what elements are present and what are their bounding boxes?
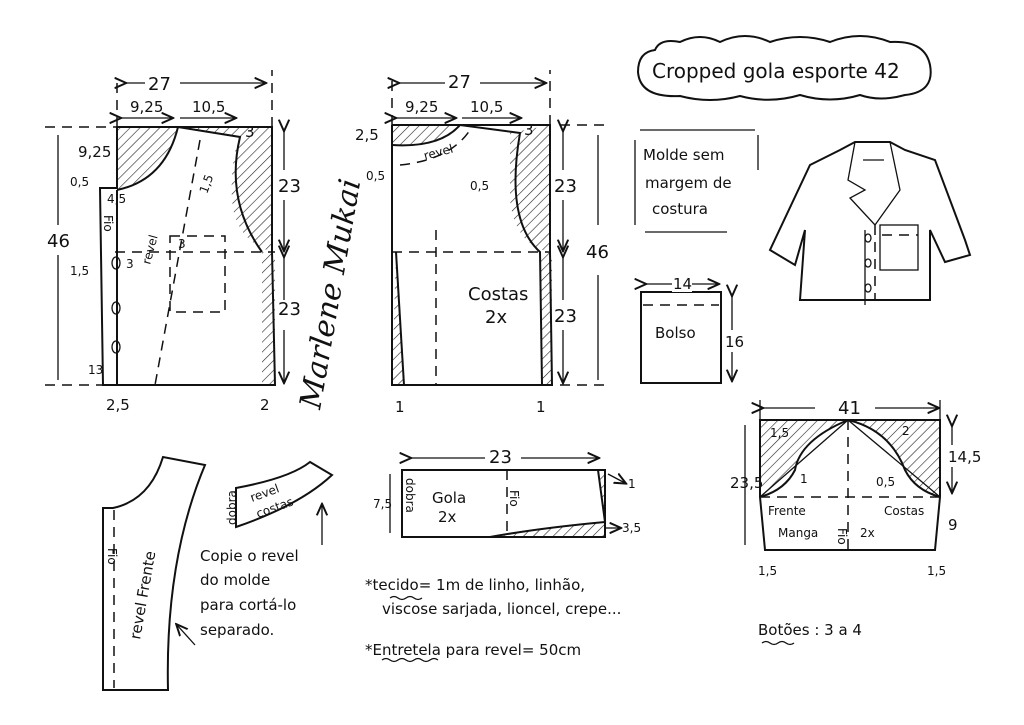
materials-line-3: *Entretela para revel= 50cm bbox=[365, 641, 581, 659]
materials-note: *tecido= 1m de linho, linhão, viscose sa… bbox=[365, 576, 621, 663]
front-bottom-left-label: 2,5 bbox=[106, 396, 130, 414]
back-facing-fold-label: dobra bbox=[225, 490, 239, 525]
sleeve-bottom-right-label: 1,5 bbox=[927, 564, 946, 578]
back-piece-label: Costas bbox=[468, 284, 528, 305]
front-lower-height-label: 23 bbox=[278, 299, 301, 320]
front-armhole-label: 1,5 bbox=[197, 173, 217, 196]
back-armhole-label: 0,5 bbox=[470, 179, 489, 193]
front-side-extension-label: 1,5 bbox=[70, 264, 89, 278]
back-facing-pattern: dobra revel costas bbox=[225, 460, 334, 545]
sleeve-back-label: Costas bbox=[884, 504, 924, 518]
sleeve-lower-height-label: 9 bbox=[948, 516, 958, 534]
facing-note-line-3: para cortá-lo bbox=[200, 596, 296, 614]
back-neck-width-label: 9,25 bbox=[405, 98, 438, 116]
front-upper-height-label: 23 bbox=[278, 176, 301, 197]
back-lower-height-label: 23 bbox=[554, 306, 577, 327]
note-line-3: costura bbox=[652, 200, 708, 218]
front-bottom-height-label: 13 bbox=[88, 363, 103, 377]
front-facing-label: revel Frente bbox=[126, 550, 159, 641]
designer-signature: Marlene Mukai bbox=[293, 176, 368, 412]
collar-count: 2x bbox=[438, 508, 457, 526]
sleeve-width-label: 41 bbox=[838, 398, 861, 419]
pattern-title: Cropped gola esporte 42 bbox=[652, 59, 900, 83]
facing-note-line-4: separado. bbox=[200, 621, 274, 639]
front-neck-width-label: 9,25 bbox=[130, 98, 163, 116]
facing-note: Copie o revel do molde para cortá-lo sep… bbox=[200, 547, 299, 639]
materials-line-1: *tecido= 1m de linho, linhão, bbox=[365, 576, 585, 594]
sleeve-back-low-label: 0,5 bbox=[876, 475, 895, 489]
sleeve-front-curve-label: 1,5 bbox=[770, 426, 789, 440]
pocket-offset-label: 3 bbox=[178, 237, 186, 251]
sleeve-height-label: 23,5 bbox=[730, 474, 763, 492]
back-neck-height-label: 2,5 bbox=[355, 126, 379, 144]
collar-corner-bottom-label: 3,5 bbox=[622, 521, 641, 535]
back-total-height-label: 46 bbox=[586, 242, 609, 263]
sleeve-front-low-label: 1 bbox=[800, 472, 808, 486]
front-shoulder-width-label: 10,5 bbox=[192, 98, 225, 116]
back-upper-height-label: 23 bbox=[554, 176, 577, 197]
collar-grain-label: Fio bbox=[507, 490, 521, 507]
collar-fold-label: dobra bbox=[403, 478, 417, 513]
sleeve-label: Manga bbox=[778, 526, 818, 540]
back-width-label: 27 bbox=[448, 72, 471, 93]
collar-pattern: 23 7,5 dobra Gola 2x Fio 1 3,5 bbox=[373, 446, 641, 538]
seam-allowance-note: Molde sem margem de costura bbox=[634, 129, 759, 233]
front-facing-pattern: Fio revel Frente bbox=[102, 455, 207, 691]
sleeve-pattern: 41 23,5 14,5 9 1,5 1 2 0,5 Frente Costas… bbox=[730, 398, 981, 578]
back-bodice-pattern: 27 9,25 10,5 3 2,5 0,5 0,5 revel 46 23 2… bbox=[355, 70, 610, 416]
back-bottom-right-label: 1 bbox=[536, 398, 546, 416]
back-piece-count: 2x bbox=[485, 307, 507, 328]
note-line-2: margem de bbox=[645, 174, 732, 192]
sleeve-back-curve-label: 2 bbox=[902, 424, 910, 438]
buttons-count-label: Botões : 3 a 4 bbox=[758, 621, 862, 639]
button-offset-label: 3 bbox=[126, 257, 134, 271]
sleeve-count: 2x bbox=[860, 526, 875, 540]
sleeve-bottom-left-label: 1,5 bbox=[758, 564, 777, 578]
pocket-height-label: 16 bbox=[725, 333, 744, 351]
pocket-label: Bolso bbox=[655, 324, 696, 342]
jacket-illustration bbox=[768, 141, 972, 305]
collar-corner-top-label: 1 bbox=[628, 477, 636, 491]
front-shoulder-drop-label: 3 bbox=[245, 123, 255, 141]
materials-line-2: viscose sarjada, lioncel, crepe... bbox=[382, 600, 621, 618]
front-facing-grain-label: Fio bbox=[105, 548, 119, 565]
note-line-1: Molde sem bbox=[643, 146, 724, 164]
buttons-note: Botões : 3 a 4 bbox=[758, 621, 862, 646]
front-bodice-pattern: 27 9,25 10,5 3 9,25 0,5 4,5 1,5 46 23 23… bbox=[45, 70, 306, 414]
back-shoulder-width-label: 10,5 bbox=[470, 98, 503, 116]
back-bottom-left-label: 1 bbox=[395, 398, 405, 416]
front-width-label: 27 bbox=[148, 74, 171, 95]
facing-note-line-1: Copie o revel bbox=[200, 547, 299, 565]
pocket-pattern: 14 16 Bolso bbox=[641, 274, 744, 384]
front-extension-width-label: 4,5 bbox=[107, 192, 126, 206]
collar-label: Gola bbox=[432, 489, 466, 507]
front-total-height-label: 46 bbox=[47, 231, 70, 252]
collar-height-label: 7,5 bbox=[373, 497, 392, 511]
sleeve-front-label: Frente bbox=[768, 504, 806, 518]
facing-note-line-2: do molde bbox=[200, 571, 270, 589]
front-grain-label: Fio bbox=[101, 215, 115, 232]
front-revel-label: revel bbox=[139, 233, 160, 265]
front-bottom-right-label: 2 bbox=[260, 396, 270, 414]
pocket-width-label: 14 bbox=[673, 275, 692, 293]
back-shoulder-drop-label: 3 bbox=[524, 121, 534, 139]
back-revel-label: revel bbox=[422, 142, 454, 163]
front-extension-top-label: 0,5 bbox=[70, 175, 89, 189]
button-markers bbox=[111, 256, 121, 354]
sleeve-grain-label: Fio bbox=[835, 528, 849, 545]
sleeve-cap-height-label: 14,5 bbox=[948, 448, 981, 466]
collar-width-label: 23 bbox=[489, 447, 512, 468]
front-neck-height-label: 9,25 bbox=[78, 143, 111, 161]
title-cloud: Cropped gola esporte 42 bbox=[636, 35, 932, 101]
back-neck-side-label: 0,5 bbox=[366, 169, 385, 183]
